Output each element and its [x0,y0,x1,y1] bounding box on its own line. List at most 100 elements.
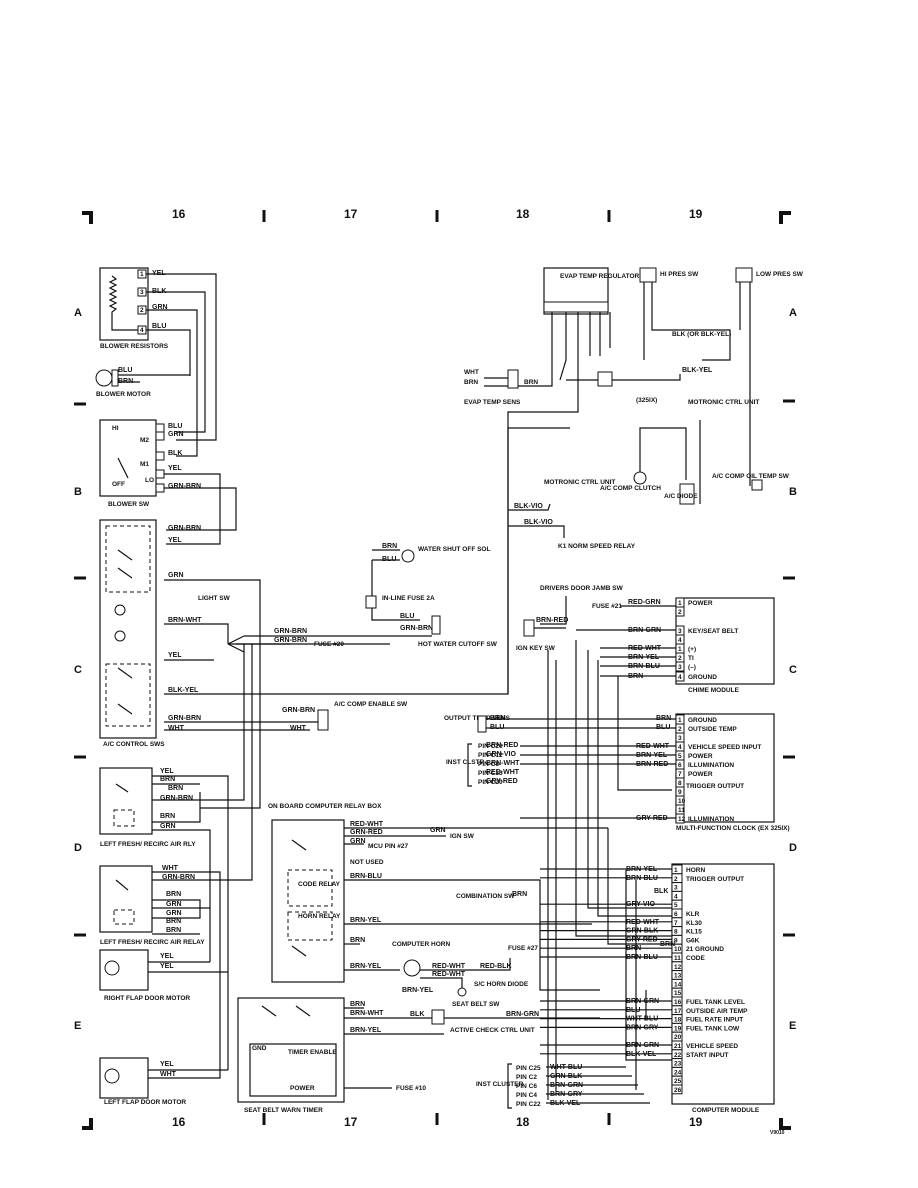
wire-label: GRN-BRN [400,625,433,632]
left-fresh-recirc-rly [99,767,153,835]
pin-number: 4 [678,744,682,751]
left-fresh-recirc-rly-label: LEFT FRESH/ RECIRC AIR RLY [100,841,196,848]
svg-text:1: 1 [140,271,144,278]
row-label-left: D [74,842,82,854]
pin-number: 23 [674,1061,682,1068]
left-flap-door-motor-label: LEFT FLAP DOOR MOTOR [104,1099,186,1106]
wire-label: GRN [350,838,366,845]
pin-label: TI [688,655,694,662]
computer-module-label: COMPUTER MODULE [692,1107,760,1114]
wire-label: BLK-YEL [168,687,199,694]
fuse-10-label: FUSE #10 [396,1085,426,1092]
blower-resistors: 13 24 [99,267,149,341]
pin-number: 18 [674,1017,682,1024]
pin-label: POWER [688,753,713,760]
pin-label: KEY/SEAT BELT [688,628,738,635]
seat-belt-warn-timer-label: SEAT BELT WARN TIMER [244,1107,323,1114]
pin-number: 3 [678,664,682,671]
wire-label: BLU [118,367,132,374]
wire-label: GRN-BRN [274,637,307,644]
wire-label: BRN [382,543,397,550]
inst-clstr-pin: PIN C23 [478,770,503,777]
mcu-pin-27-label: MCU PIN #27 [368,843,408,850]
wire-label: BLU [400,613,414,620]
wire-label: GRN-BRN [160,795,193,802]
pin-number: 3 [678,735,682,742]
wire-label: BRN [166,927,181,934]
wire-label: GRN-BRN [274,628,307,635]
pin-number: 6 [678,762,682,769]
pin-number: 17 [674,1008,682,1015]
wire-label: BLK-YEL [682,367,713,374]
wire-label: BRN [166,891,181,898]
pin-number: 12 [678,816,686,823]
wire-label: BRN-BLU [350,873,382,880]
inst-cluster-pin: PIN C4 [516,1092,537,1099]
seat-belt-sw-label: SEAT BELT SW [452,1001,500,1008]
hi-pres-sw-label: HI PRES SW [660,271,699,278]
pin-number: 11 [674,955,681,962]
pin-label: TRIGGER OUTPUT [686,876,744,883]
pin-number: 2 [674,876,678,883]
wire-label: BLK-VIO [524,519,553,526]
wire-label: BRN-YEL [350,917,382,924]
wire-label: BLK [168,450,182,457]
pin-number: 2 [678,609,682,616]
pin-number: 5 [674,902,678,909]
wire-label: BRN [350,937,365,944]
computer-module [671,863,775,1105]
evap-temp-regulator [543,267,609,315]
right-flap-door-motor [99,949,149,991]
pin-label: CODE [686,955,705,962]
wire-label: BRN-WHT [168,617,202,624]
ac-diode-label: A/C DIODE [664,493,698,500]
pin-number: 3 [674,885,678,892]
row-label-right: E [789,1020,796,1032]
wire-label: BRN [168,785,183,792]
inst-cluster-pin: PIN C25 [516,1065,541,1072]
pin-label: GROUND [688,674,717,681]
wire-label: BRN-GRN [506,1011,539,1018]
pin-label: FUEL TANK LEVEL [686,999,745,1006]
zone-ticks [74,210,795,1125]
corner-marks [82,211,791,1130]
ign-sw-label: IGN SW [450,833,475,840]
blower-sw-label: BLOWER SW [108,501,150,508]
computer-horn-label: COMPUTER HORN [392,941,450,948]
zone-label-top: 19 [689,207,703,221]
pin-number: 1 [678,717,682,724]
wire-label: WHT [464,369,479,376]
svg-text:LO: LO [145,477,154,484]
not-used-label: NOT USED [350,859,384,866]
wire-label: YEL [160,953,174,960]
pin-label: (+) [688,646,696,653]
svg-text:4: 4 [140,327,144,334]
pin-number: 1 [678,600,682,607]
wire-label: BLU [382,556,396,563]
pin-cell [671,1084,683,1095]
svg-text:3: 3 [140,289,144,296]
fuse-27-label: FUSE #27 [508,945,538,952]
pin-cell [675,606,685,617]
wire-label: BRN [160,813,175,820]
wire-label: BRN-YEL [402,987,434,994]
wire-label: GRN [430,827,446,834]
wire-label: GRN-RED [350,829,383,836]
row-label-right: C [789,664,797,676]
wire-label: BLU [168,423,182,430]
sc-horn-diode-label: S/C HORN DIODE [474,981,529,988]
zone-label-bottom: 19 [689,1115,703,1129]
active-check-label: ACTIVE CHECK CTRL UNIT [450,1027,535,1034]
wire-label: WHT [168,725,185,732]
wire-label: BLU [656,724,670,731]
svg-text:M1: M1 [140,461,149,468]
zone-label-bottom: 16 [172,1115,186,1129]
wire-label: YEL [168,465,182,472]
pin-number: 12 [674,964,682,971]
wire-label: RED-GRN [628,599,661,606]
zone-label-top: 16 [172,207,186,221]
wire-label: BRN [656,715,671,722]
pin-number: 15 [674,990,682,997]
pin-number: 10 [674,946,682,953]
zone-label-bottom: 17 [344,1115,358,1129]
